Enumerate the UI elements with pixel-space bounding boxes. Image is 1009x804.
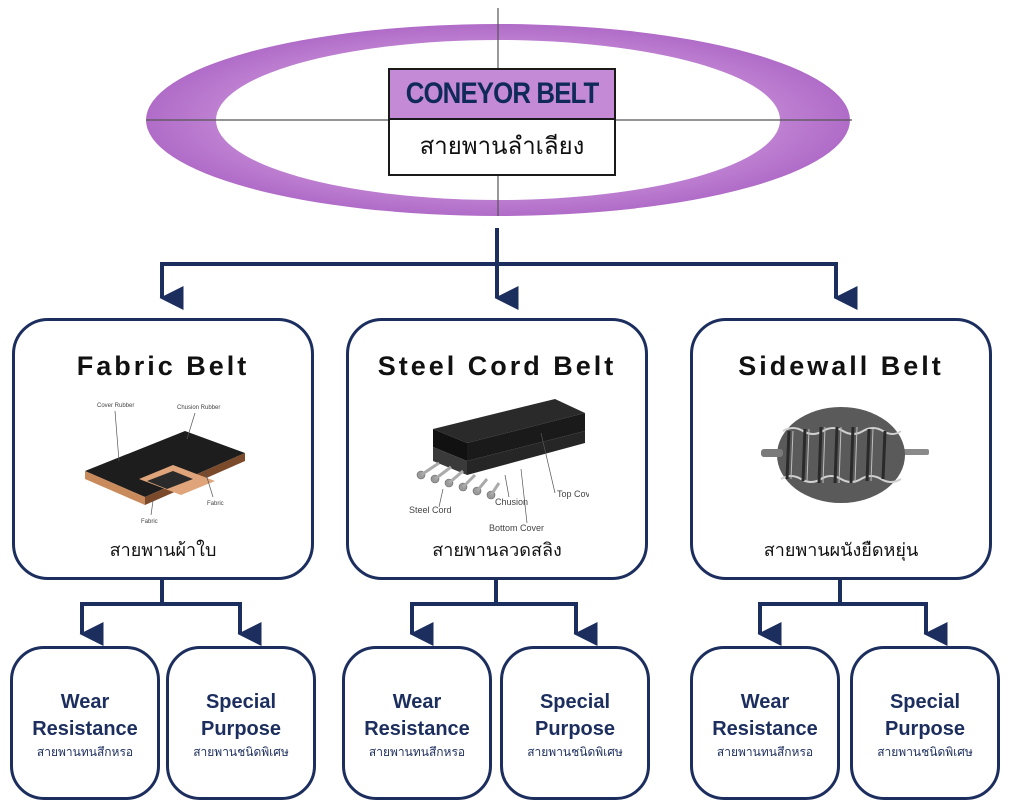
belt-box-steel-cord: Steel Cord Belt Top Cover Steel Cord Chu… <box>346 318 648 580</box>
sub-th-sidewall-wear: สายพานทนสึกหรอ <box>716 745 814 759</box>
sub-en2-fabric-wear: Resistance <box>32 718 138 740</box>
steel-label-chusion: Chusion <box>495 497 528 507</box>
steel-label-steel-cord: Steel Cord <box>409 505 452 515</box>
sub-en2-fabric-special: Purpose <box>200 718 282 740</box>
sub-en2-sidewall-special: Purpose <box>884 718 966 740</box>
fabric-belt-illustration: Cover Rubber Chusion Rubber Fabric Fabri… <box>85 403 245 525</box>
sub-th-fabric-special: สายพานชนิดพิเศษ <box>193 745 289 759</box>
main-connectors <box>159 228 858 310</box>
belt-box-fabric: Fabric Belt Cover Rubber Chusion Rubber … <box>12 318 314 580</box>
fabric-label-cover: Cover Rubber <box>97 403 134 409</box>
sub-en1-steel-special: Special <box>539 691 611 713</box>
sub-en1-steel-wear: Wear <box>392 691 442 713</box>
belt-title-sidewall: Sidewall Belt <box>738 351 944 381</box>
steel-label-top-cover: Top Cover <box>557 489 589 499</box>
root-title-text: CONEYOR BELT <box>405 77 600 110</box>
sub-th-fabric-wear: สายพานทนสึกหรอ <box>36 745 134 759</box>
sub-th-steel-wear: สายพานทนสึกหรอ <box>368 745 466 759</box>
steel-cord-belt-illustration: Top Cover Steel Cord Chusion Bottom Cove… <box>409 399 589 531</box>
belt-subtitle-steel-cord: สายพานลวดสลิง <box>432 540 562 561</box>
steel-label-bottom-cover: Bottom Cover <box>489 523 544 531</box>
fabric-label-fabric-2: Fabric <box>141 519 158 525</box>
sub-en2-steel-special: Purpose <box>534 718 616 740</box>
sub-connectors <box>79 580 948 646</box>
fabric-label-fabric-1: Fabric <box>207 501 224 507</box>
sub-en2-steel-wear: Resistance <box>364 718 470 740</box>
sub-th-steel-special: สายพานชนิดพิเศษ <box>527 745 623 759</box>
belt-box-sidewall: Sidewall Belt สายพานผนังยืดหยุ่น <box>690 318 992 580</box>
root-title-box: CONEYOR BELT สายพานลำเลียง <box>388 68 616 176</box>
sub-en1-fabric-wear: Wear <box>60 691 110 713</box>
root-title: CONEYOR BELT <box>390 70 614 120</box>
belt-subtitle-sidewall: สายพานผนังยืดหยุ่น <box>763 540 919 561</box>
sub-en2-sidewall-wear: Resistance <box>712 718 818 740</box>
connector-bar <box>160 262 838 266</box>
root-subtitle: สายพานลำเลียง <box>419 132 585 160</box>
belt-subtitle-fabric: สายพานผ้าใบ <box>109 540 217 561</box>
sub-th-sidewall-special: สายพานชนิดพิเศษ <box>877 745 973 759</box>
sub-en1-fabric-special: Special <box>205 691 277 713</box>
belt-title-steel-cord: Steel Cord Belt <box>377 351 617 381</box>
fabric-label-chusion: Chusion Rubber <box>177 405 220 411</box>
sub-en1-sidewall-special: Special <box>889 691 961 713</box>
sidewall-belt-illustration <box>761 407 929 503</box>
belt-title-fabric: Fabric Belt <box>76 351 250 381</box>
sub-en1-sidewall-wear: Wear <box>740 691 790 713</box>
